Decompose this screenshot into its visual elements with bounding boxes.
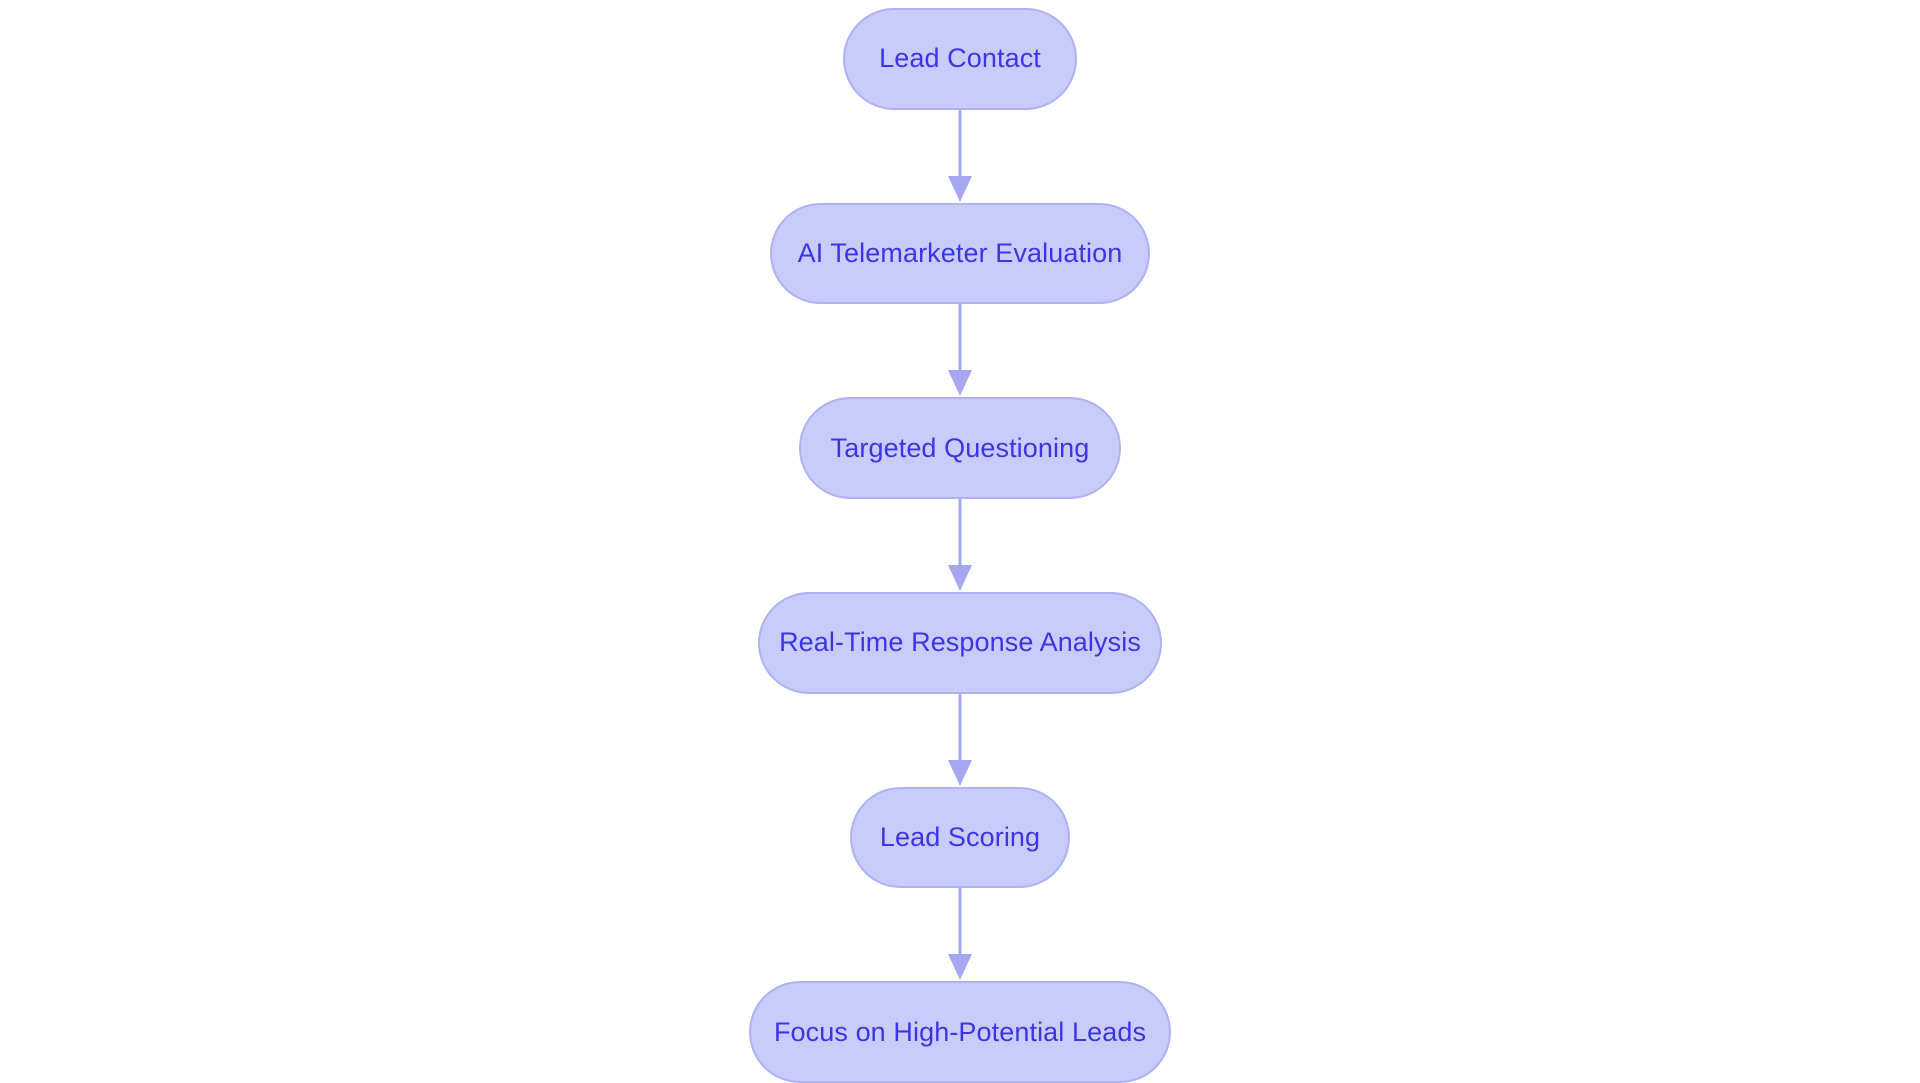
flow-node-label: Lead Scoring xyxy=(879,822,1041,853)
flow-node-lead-contact[interactable]: Lead Contact xyxy=(843,8,1077,110)
flow-node-ai-telemarketer-evaluation[interactable]: AI Telemarketer Evaluation xyxy=(770,202,1150,305)
flow-arrow-ai-telemarketer-evaluation-to-targeted-questioning xyxy=(948,304,972,397)
flow-arrow-lead-contact-to-ai-telemarketer-evaluation xyxy=(948,109,972,202)
flow-node-label: Lead Contact xyxy=(879,43,1041,74)
flow-node-label: Real-Time Response Analysis xyxy=(779,627,1141,658)
flow-arrow-targeted-questioning-to-real-time-response-analysis xyxy=(948,499,972,592)
flow-node-label: Focus on High-Potential Leads xyxy=(773,1016,1147,1047)
flow-node-lead-scoring[interactable]: Lead Scoring xyxy=(850,786,1070,889)
flow-node-label: Targeted Questioning xyxy=(830,432,1090,463)
flow-arrow-real-time-response-analysis-to-lead-scoring xyxy=(948,693,972,786)
flow-node-focus-on-high-potential-leads[interactable]: Focus on High-Potential Leads xyxy=(749,981,1171,1083)
flow-node-targeted-questioning[interactable]: Targeted Questioning xyxy=(799,397,1121,500)
flow-node-label: AI Telemarketer Evaluation xyxy=(797,238,1123,268)
flow-node-real-time-response-analysis[interactable]: Real-Time Response Analysis xyxy=(758,592,1162,694)
flow-arrow-lead-scoring-to-focus-on-high-potential-leads xyxy=(948,888,972,981)
